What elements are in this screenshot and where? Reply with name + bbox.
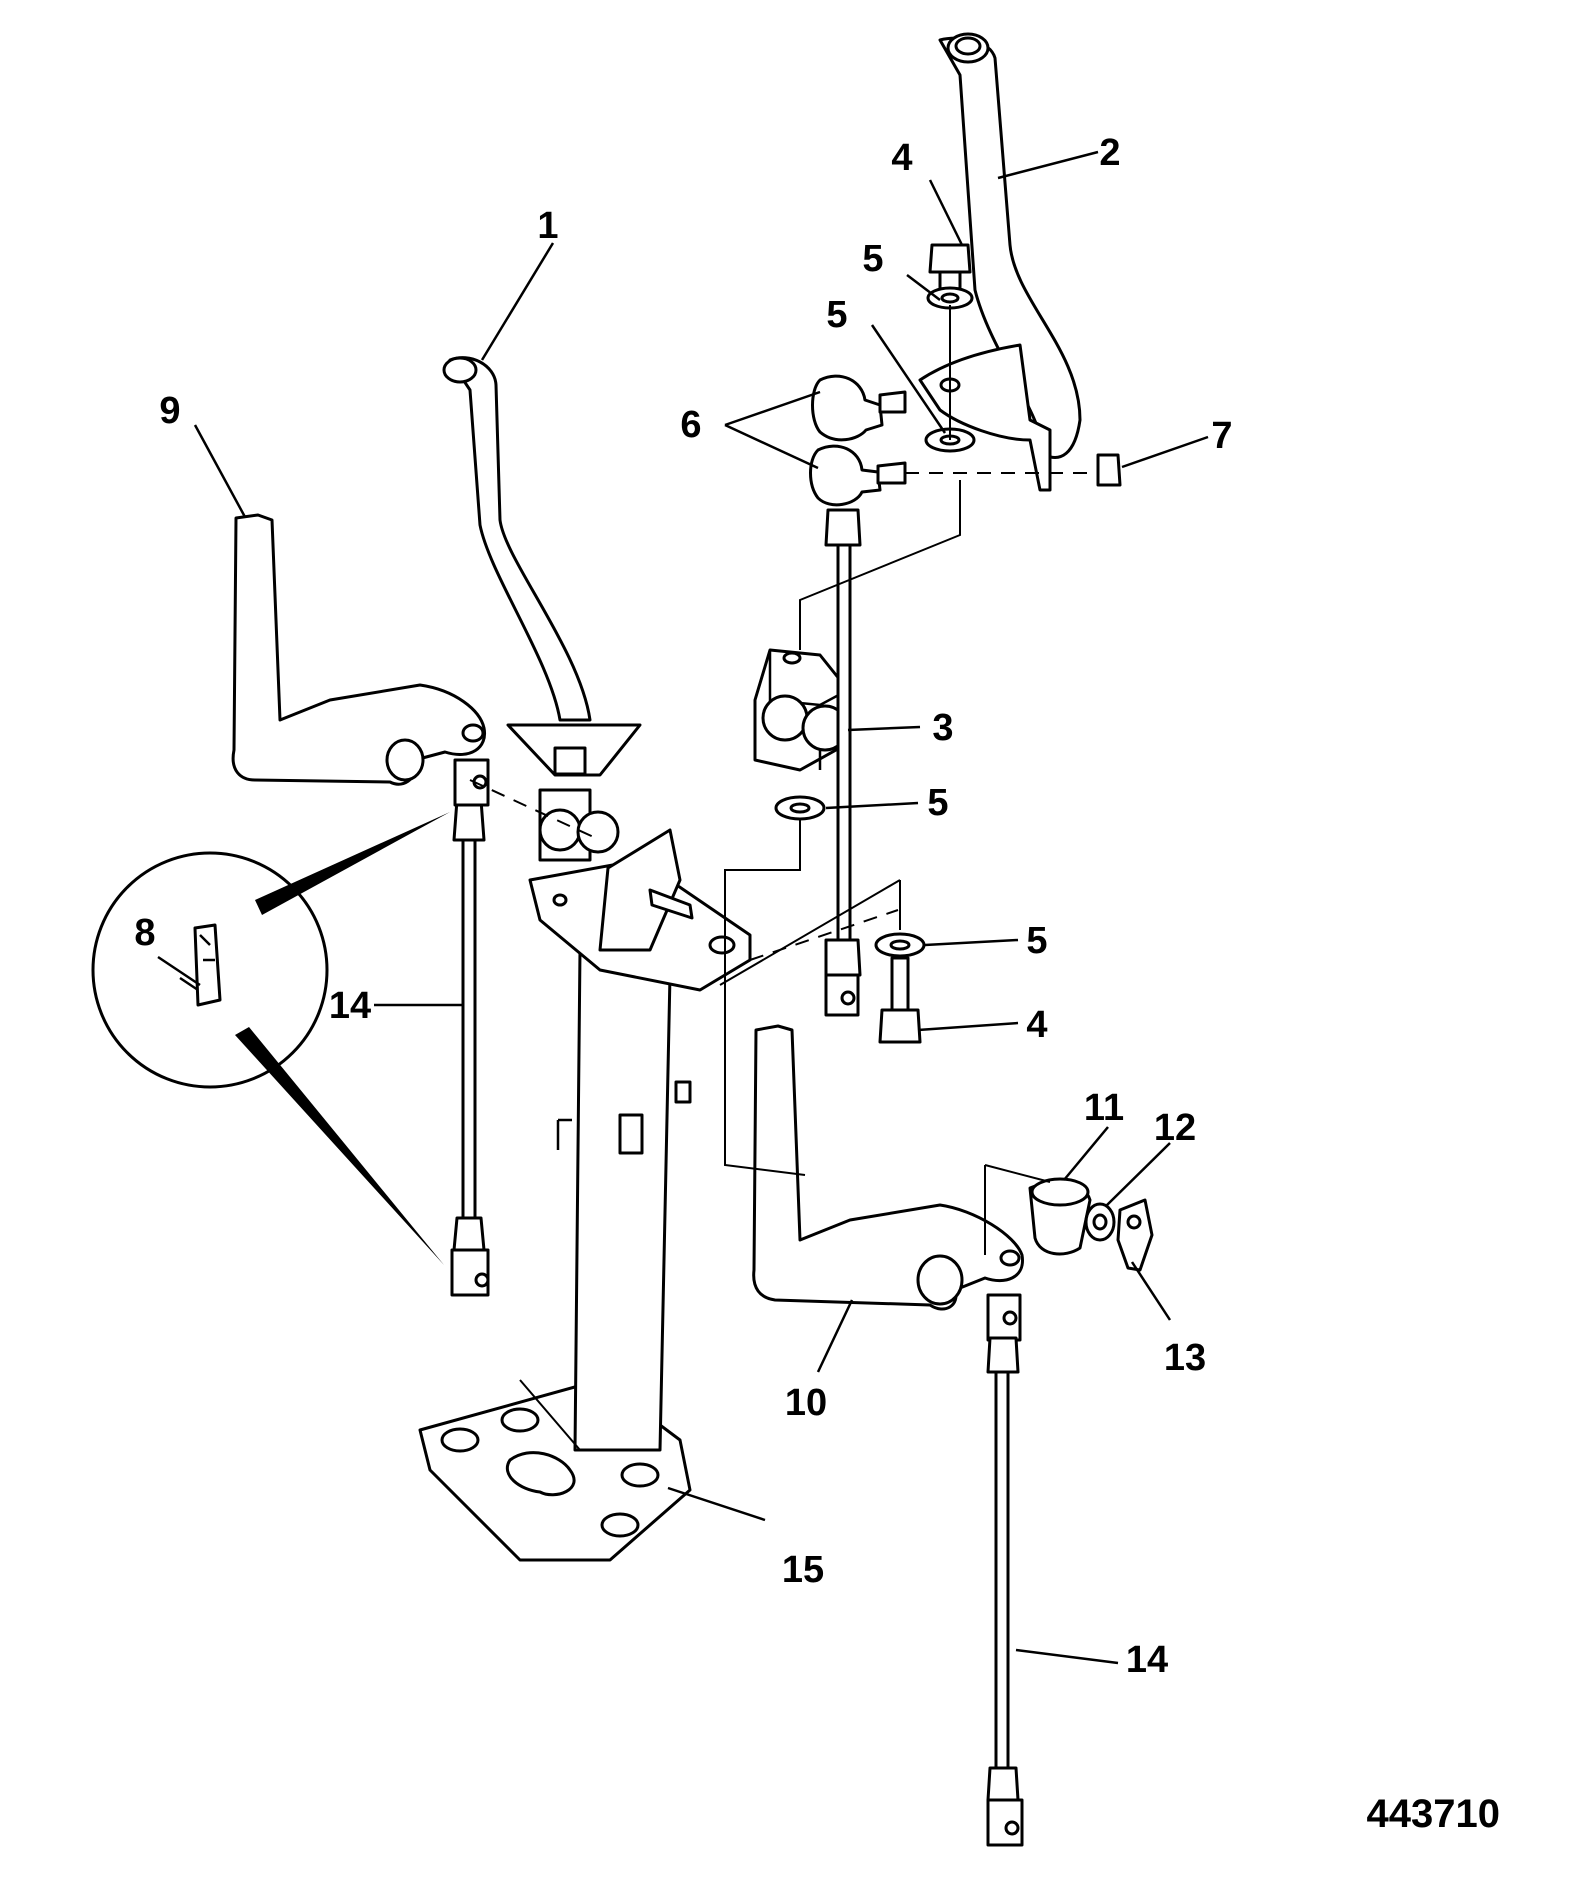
pedestal-column-part <box>418 356 752 1562</box>
block-part <box>753 648 850 772</box>
callout-4-top: 4 <box>891 137 912 179</box>
callout-6: 6 <box>680 404 701 446</box>
callout-1: 1 <box>537 205 558 247</box>
callout-2: 2 <box>1099 132 1120 174</box>
callout-14-right: 14 <box>1126 1639 1168 1681</box>
leader-lines <box>157 150 1209 1665</box>
right-rod-part <box>986 1293 1024 1847</box>
bush-washer-clip-parts <box>1028 1177 1154 1272</box>
callout-11: 11 <box>1084 1087 1124 1129</box>
callout-labels: 1 2 3 4 4 5 5 5 5 6 7 8 9 10 11 12 13 14… <box>134 132 1500 1836</box>
callout-10: 10 <box>785 1382 827 1424</box>
callout-13: 13 <box>1164 1337 1206 1379</box>
callout-4-bottom: 4 <box>1026 1004 1047 1046</box>
callout-5-fourth: 5 <box>1026 920 1047 962</box>
callout-3: 3 <box>932 707 953 749</box>
assembly-lines <box>469 305 1095 1451</box>
callout-12: 12 <box>1154 1107 1196 1149</box>
callout-5-third: 5 <box>927 782 948 824</box>
right-pedal-part <box>752 1024 1024 1311</box>
callout-5-second: 5 <box>826 294 847 336</box>
figure-number: 443710 <box>1367 1792 1500 1836</box>
callout-8: 8 <box>134 912 155 954</box>
middle-rod-part <box>824 508 862 1017</box>
callout-7: 7 <box>1211 415 1232 457</box>
left-rod-part <box>450 758 490 1297</box>
callout-14-left: 14 <box>329 985 371 1027</box>
detail-callout-part <box>91 812 450 1265</box>
callout-5-upper: 5 <box>862 238 883 280</box>
ball-joint-parts <box>809 374 907 507</box>
left-pedal-part <box>231 513 487 786</box>
callout-15: 15 <box>782 1549 824 1591</box>
callout-9: 9 <box>159 390 180 432</box>
